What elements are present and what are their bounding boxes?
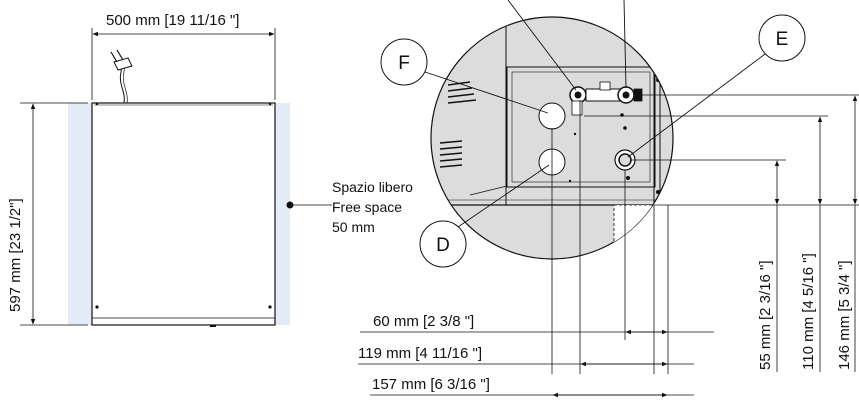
callout-E: E (627, 14, 806, 158)
vertical-dim-references (584, 94, 859, 206)
width-dimension: 500 mm [19 11/16 "] (91, 12, 276, 100)
detail-view (430, 16, 674, 260)
unit-body (91, 102, 276, 326)
dim-119: 119 mm [4 11/16 "] (358, 345, 694, 367)
dim-146: 146 mm [5 3/4 "] (836, 95, 858, 372)
fitting-F (538, 102, 566, 130)
power-cable (119, 63, 125, 104)
valve-assembly (569, 81, 643, 116)
dim-110: 110 mm [4 5/16 "] (800, 116, 823, 372)
dim-119-label: 119 mm [4 11/16 "] (358, 345, 482, 362)
free-space-line2: Free space (332, 199, 402, 215)
dim-55-label: 55 mm [2 3/16 "] (757, 260, 774, 370)
dim-157-label: 157 mm [6 3/16 "] (372, 376, 490, 393)
front-view (68, 49, 290, 327)
free-space-line3: 50 mm (332, 219, 375, 235)
dim-55: 55 mm [2 3/16 "] (757, 160, 780, 372)
dim-157: 157 mm [6 3/16 "] (370, 376, 694, 398)
dim-110-label: 110 mm [4 5/16 "] (800, 253, 817, 370)
dim-146-label: 146 mm [5 3/4 "] (836, 260, 853, 370)
dim-60: 60 mm [2 3/8 "] (360, 313, 714, 335)
plug-icon (110, 49, 133, 71)
width-label: 500 mm [19 11/16 "] (106, 12, 239, 29)
free-space-line1: Spazio libero (332, 179, 413, 195)
free-space-marker-dot (286, 201, 294, 209)
callout-D-label: D (436, 235, 450, 256)
free-space-annotation: Spazio libero Free space 50 mm (286, 179, 413, 235)
callout-E-label: E (776, 29, 789, 50)
callout-F: F (380, 38, 549, 114)
extension-lines (551, 100, 669, 374)
height-label: 597 mm [23 1/2"] (7, 198, 24, 312)
dim-60-label: 60 mm [2 3/8 "] (373, 313, 474, 330)
callout-D: D (419, 164, 550, 268)
callout-F-label: F (398, 53, 410, 74)
height-dimension: 597 mm [23 1/2"] (7, 102, 88, 326)
